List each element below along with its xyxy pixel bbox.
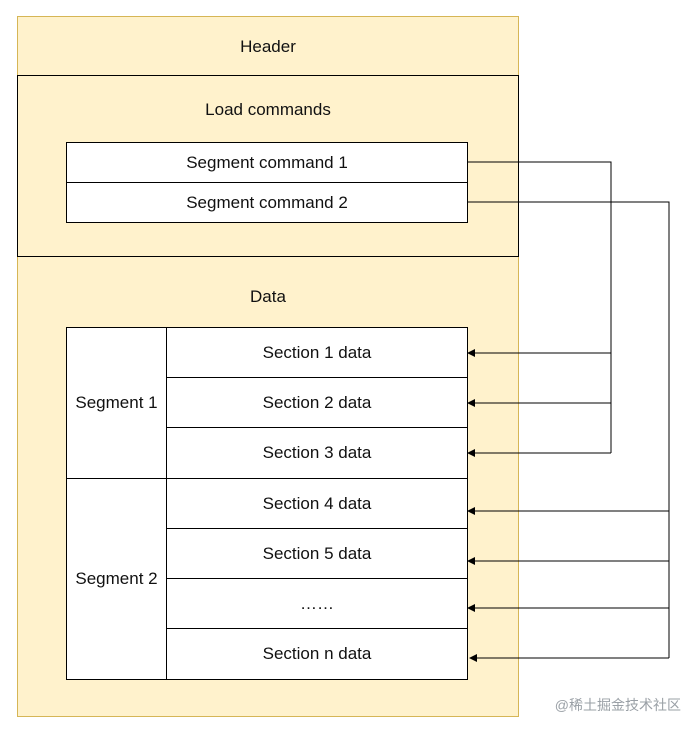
segment-1-label: Segment 1 xyxy=(67,328,167,479)
segment-command-2: Segment command 2 xyxy=(186,192,348,212)
segment-2-label: Segment 2 xyxy=(67,479,167,679)
data-label: Data xyxy=(250,287,286,306)
data-table: Segment 1 Segment 2 Section 1 data Secti… xyxy=(66,327,468,680)
segment-commands-table: Segment command 1 Segment command 2 xyxy=(66,142,468,223)
watermark: @稀土掘金技术社区 xyxy=(554,697,681,713)
section-1-data: Section 1 data xyxy=(167,328,467,378)
section-2-data: Section 2 data xyxy=(167,378,467,428)
section-ellipsis: …… xyxy=(167,579,467,629)
section-n-data: Section n data xyxy=(262,644,372,663)
connector-cmd2-trunk xyxy=(468,201,670,658)
segment-command-1: Segment command 1 xyxy=(67,143,467,183)
header-label: Header xyxy=(240,37,296,56)
section-3-data: Section 3 data xyxy=(167,428,467,479)
connector-cmd1-trunk xyxy=(468,161,612,453)
section-4-data: Section 4 data xyxy=(167,479,467,529)
load-commands-label: Load commands xyxy=(205,100,331,119)
section-5-data: Section 5 data xyxy=(167,529,467,579)
load-commands-region xyxy=(17,75,519,257)
